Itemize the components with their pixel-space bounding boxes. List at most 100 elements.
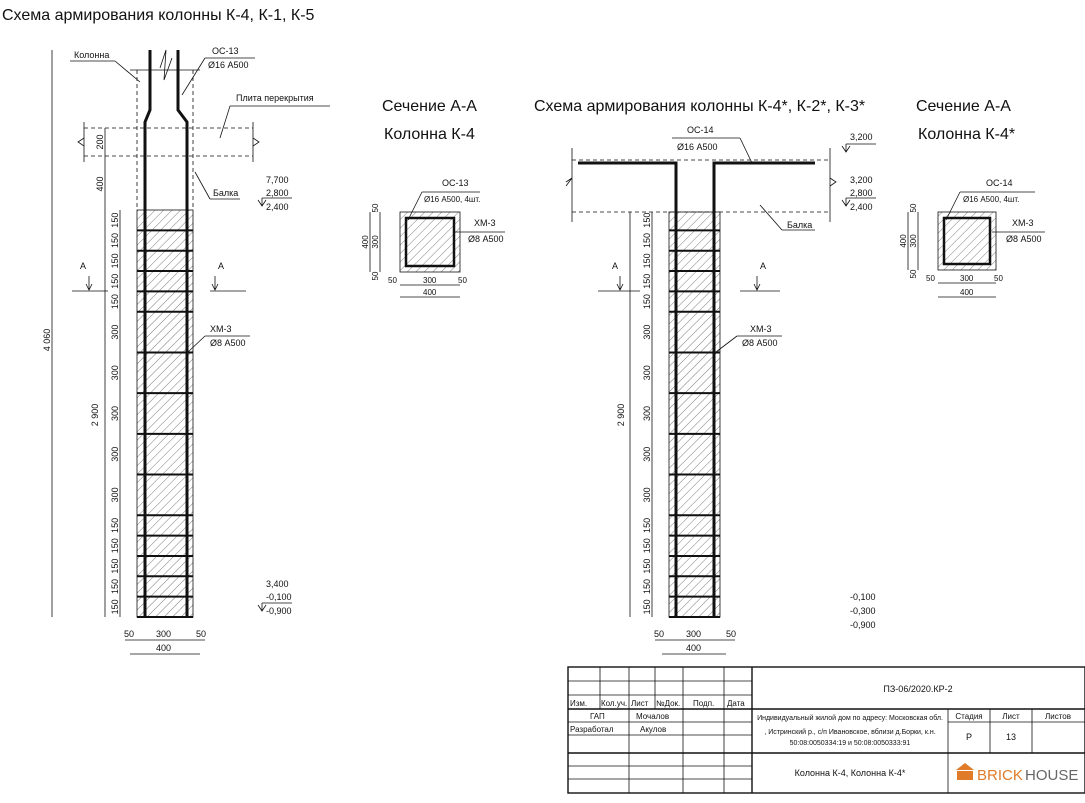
tb-address-3: 50:08:0050334:19 и 50:08:0050333:91 <box>790 740 911 747</box>
level-r2: 2,800 <box>850 188 873 198</box>
rsec-rebar-mark: ОС-14 <box>986 178 1013 188</box>
spacing-label: 150 <box>110 253 120 268</box>
tb-name2: Акулов <box>640 725 666 734</box>
tb-h-podp: Подп. <box>693 699 714 708</box>
spacing-label: 150 <box>110 538 120 553</box>
sec-dim-v4: 50 <box>371 271 380 280</box>
tb-stage: Р <box>966 732 972 742</box>
level-rb2: -0,300 <box>850 606 876 616</box>
level-top-1: 7,700 <box>266 175 289 185</box>
tb-address-2: , Истринский р., с/п Ивановское, вблизи … <box>764 728 935 736</box>
section-mark-r-right: А <box>760 261 766 271</box>
dim-slab: 200 <box>95 134 105 149</box>
tb-h-kolvo: Кол.уч. <box>601 699 627 708</box>
left-scheme-title: Схема армирования колонны К-4, К-1, К-5 <box>2 7 315 24</box>
spacing-label: 300 <box>110 406 120 421</box>
spacing-label: 150 <box>642 559 652 574</box>
spacing-label: 150 <box>642 274 652 289</box>
level-top-2: 2,800 <box>266 188 289 198</box>
tb-name1: Мочалов <box>636 712 669 721</box>
rebar-mark-right: ОС-14 <box>687 125 714 135</box>
dim-lower: 2 900 <box>90 404 100 427</box>
tb-h-data: Дата <box>727 699 745 708</box>
spacing-label: 300 <box>642 487 652 502</box>
sec-mesh-spec: Ø8 А500 <box>468 234 504 244</box>
dim-b3: 50 <box>196 629 206 639</box>
spacing-label: 150 <box>642 599 652 614</box>
mesh-mark: ХМ-3 <box>210 324 232 334</box>
level-r3: 2,400 <box>850 202 873 212</box>
rsec-dim-h3: 50 <box>994 274 1003 283</box>
spacing-label: 150 <box>110 274 120 289</box>
spacing-label: 300 <box>642 325 652 340</box>
level-bottom-2: -0,100 <box>266 592 292 602</box>
rebar-spec-right: Ø16 А500 <box>677 142 718 152</box>
spacing-label: 300 <box>110 487 120 502</box>
left-section-subtitle: Колонна К-4 <box>384 126 475 143</box>
section-mark-left: А <box>80 261 86 271</box>
section-mark-right: А <box>218 261 224 271</box>
dim-lower-right: 2 900 <box>616 404 626 427</box>
level-top-right: 3,200 <box>850 132 873 142</box>
dim-gap: 400 <box>95 176 105 191</box>
tb-role1: ГАП <box>590 712 605 721</box>
rsec-rebar-spec: Ø16 А500, 4шт. <box>963 195 1019 204</box>
mesh-spec: Ø8 А500 <box>210 338 246 348</box>
right-scheme-title: Схема армирования колонны К-4*, К-2*, К-… <box>534 98 865 115</box>
rebar-mark: ОС-13 <box>212 46 239 56</box>
rsec-mesh-spec: Ø8 А500 <box>1006 234 1042 244</box>
brickhouse-logo: BRICK HOUSE <box>956 763 1078 784</box>
spacing-label: 300 <box>110 365 120 380</box>
left-section-title: Сечение А-А <box>382 98 477 115</box>
tb-stage-label: Стадия <box>955 712 982 721</box>
right-section: 400 50 300 50 50 300 50 400 ОС-14 Ø16 А5… <box>899 178 1045 298</box>
logo-brick: BRICK <box>977 767 1023 784</box>
rsec-dim-h2: 300 <box>960 274 974 283</box>
level-top-3: 2,400 <box>266 202 289 212</box>
sec-dim-h2: 300 <box>423 276 437 285</box>
rsec-dim-h1: 50 <box>926 274 935 283</box>
tb-sheet: 13 <box>1006 732 1016 742</box>
spacing-label: 150 <box>642 579 652 594</box>
mesh-mark-right: ХМ-3 <box>750 324 772 334</box>
dim-rb3: 50 <box>726 629 736 639</box>
level-bottom-3: -0,900 <box>266 606 292 616</box>
tb-code: ПЗ-06/2020.КР-2 <box>883 684 952 694</box>
spacing-label: 150 <box>110 294 120 309</box>
dim-rb2: 300 <box>686 629 701 639</box>
rsec-dim-v4: 50 <box>909 269 918 278</box>
sec-rebar-mark: ОС-13 <box>442 178 469 188</box>
spacing-label: 150 <box>110 579 120 594</box>
spacing-label: 300 <box>110 325 120 340</box>
tb-role2: Разработал <box>570 725 614 734</box>
rsec-dim-v1: 400 <box>899 234 908 248</box>
sec-dim-h3: 50 <box>458 276 467 285</box>
spacing-label: 150 <box>110 518 120 533</box>
level-bottom-1: 3,400 <box>266 579 289 589</box>
tb-sheets-label: Листов <box>1045 712 1071 721</box>
level-rb3: -0,900 <box>850 620 876 630</box>
rsec-dim-h4: 400 <box>960 288 974 297</box>
spacing-label: 150 <box>642 538 652 553</box>
spacing-label: 300 <box>110 447 120 462</box>
rsec-mesh-mark: ХМ-3 <box>1012 218 1034 228</box>
dim-total: 4 060 <box>42 329 52 352</box>
sec-dim-v1: 400 <box>361 235 370 249</box>
tb-h-list: Лист <box>631 699 649 708</box>
spacing-label: 150 <box>642 233 652 248</box>
right-section-subtitle: Колонна К-4* <box>918 126 1015 143</box>
right-column-elevation: 2 900 150 150 150 150 150 300 300 300 300 300 150 1… <box>565 125 876 655</box>
spacing-label: 300 <box>642 447 652 462</box>
spacing-label: 150 <box>642 294 652 309</box>
spacing-label: 150 <box>110 233 120 248</box>
spacing-label: 150 <box>642 213 652 228</box>
beam-label: Балка <box>213 188 238 198</box>
beam-label-right: Балка <box>787 220 812 230</box>
right-section-title: Сечение А-А <box>916 98 1011 115</box>
spacing-label: 300 <box>642 365 652 380</box>
spacing-label: 150 <box>642 518 652 533</box>
left-column-elevation: 4 060 200 400 2 900 150 150 150 150 150 300 30… <box>42 46 330 655</box>
mesh-spec-right: Ø8 А500 <box>742 338 778 348</box>
rsec-dim-v2: 50 <box>909 203 918 212</box>
